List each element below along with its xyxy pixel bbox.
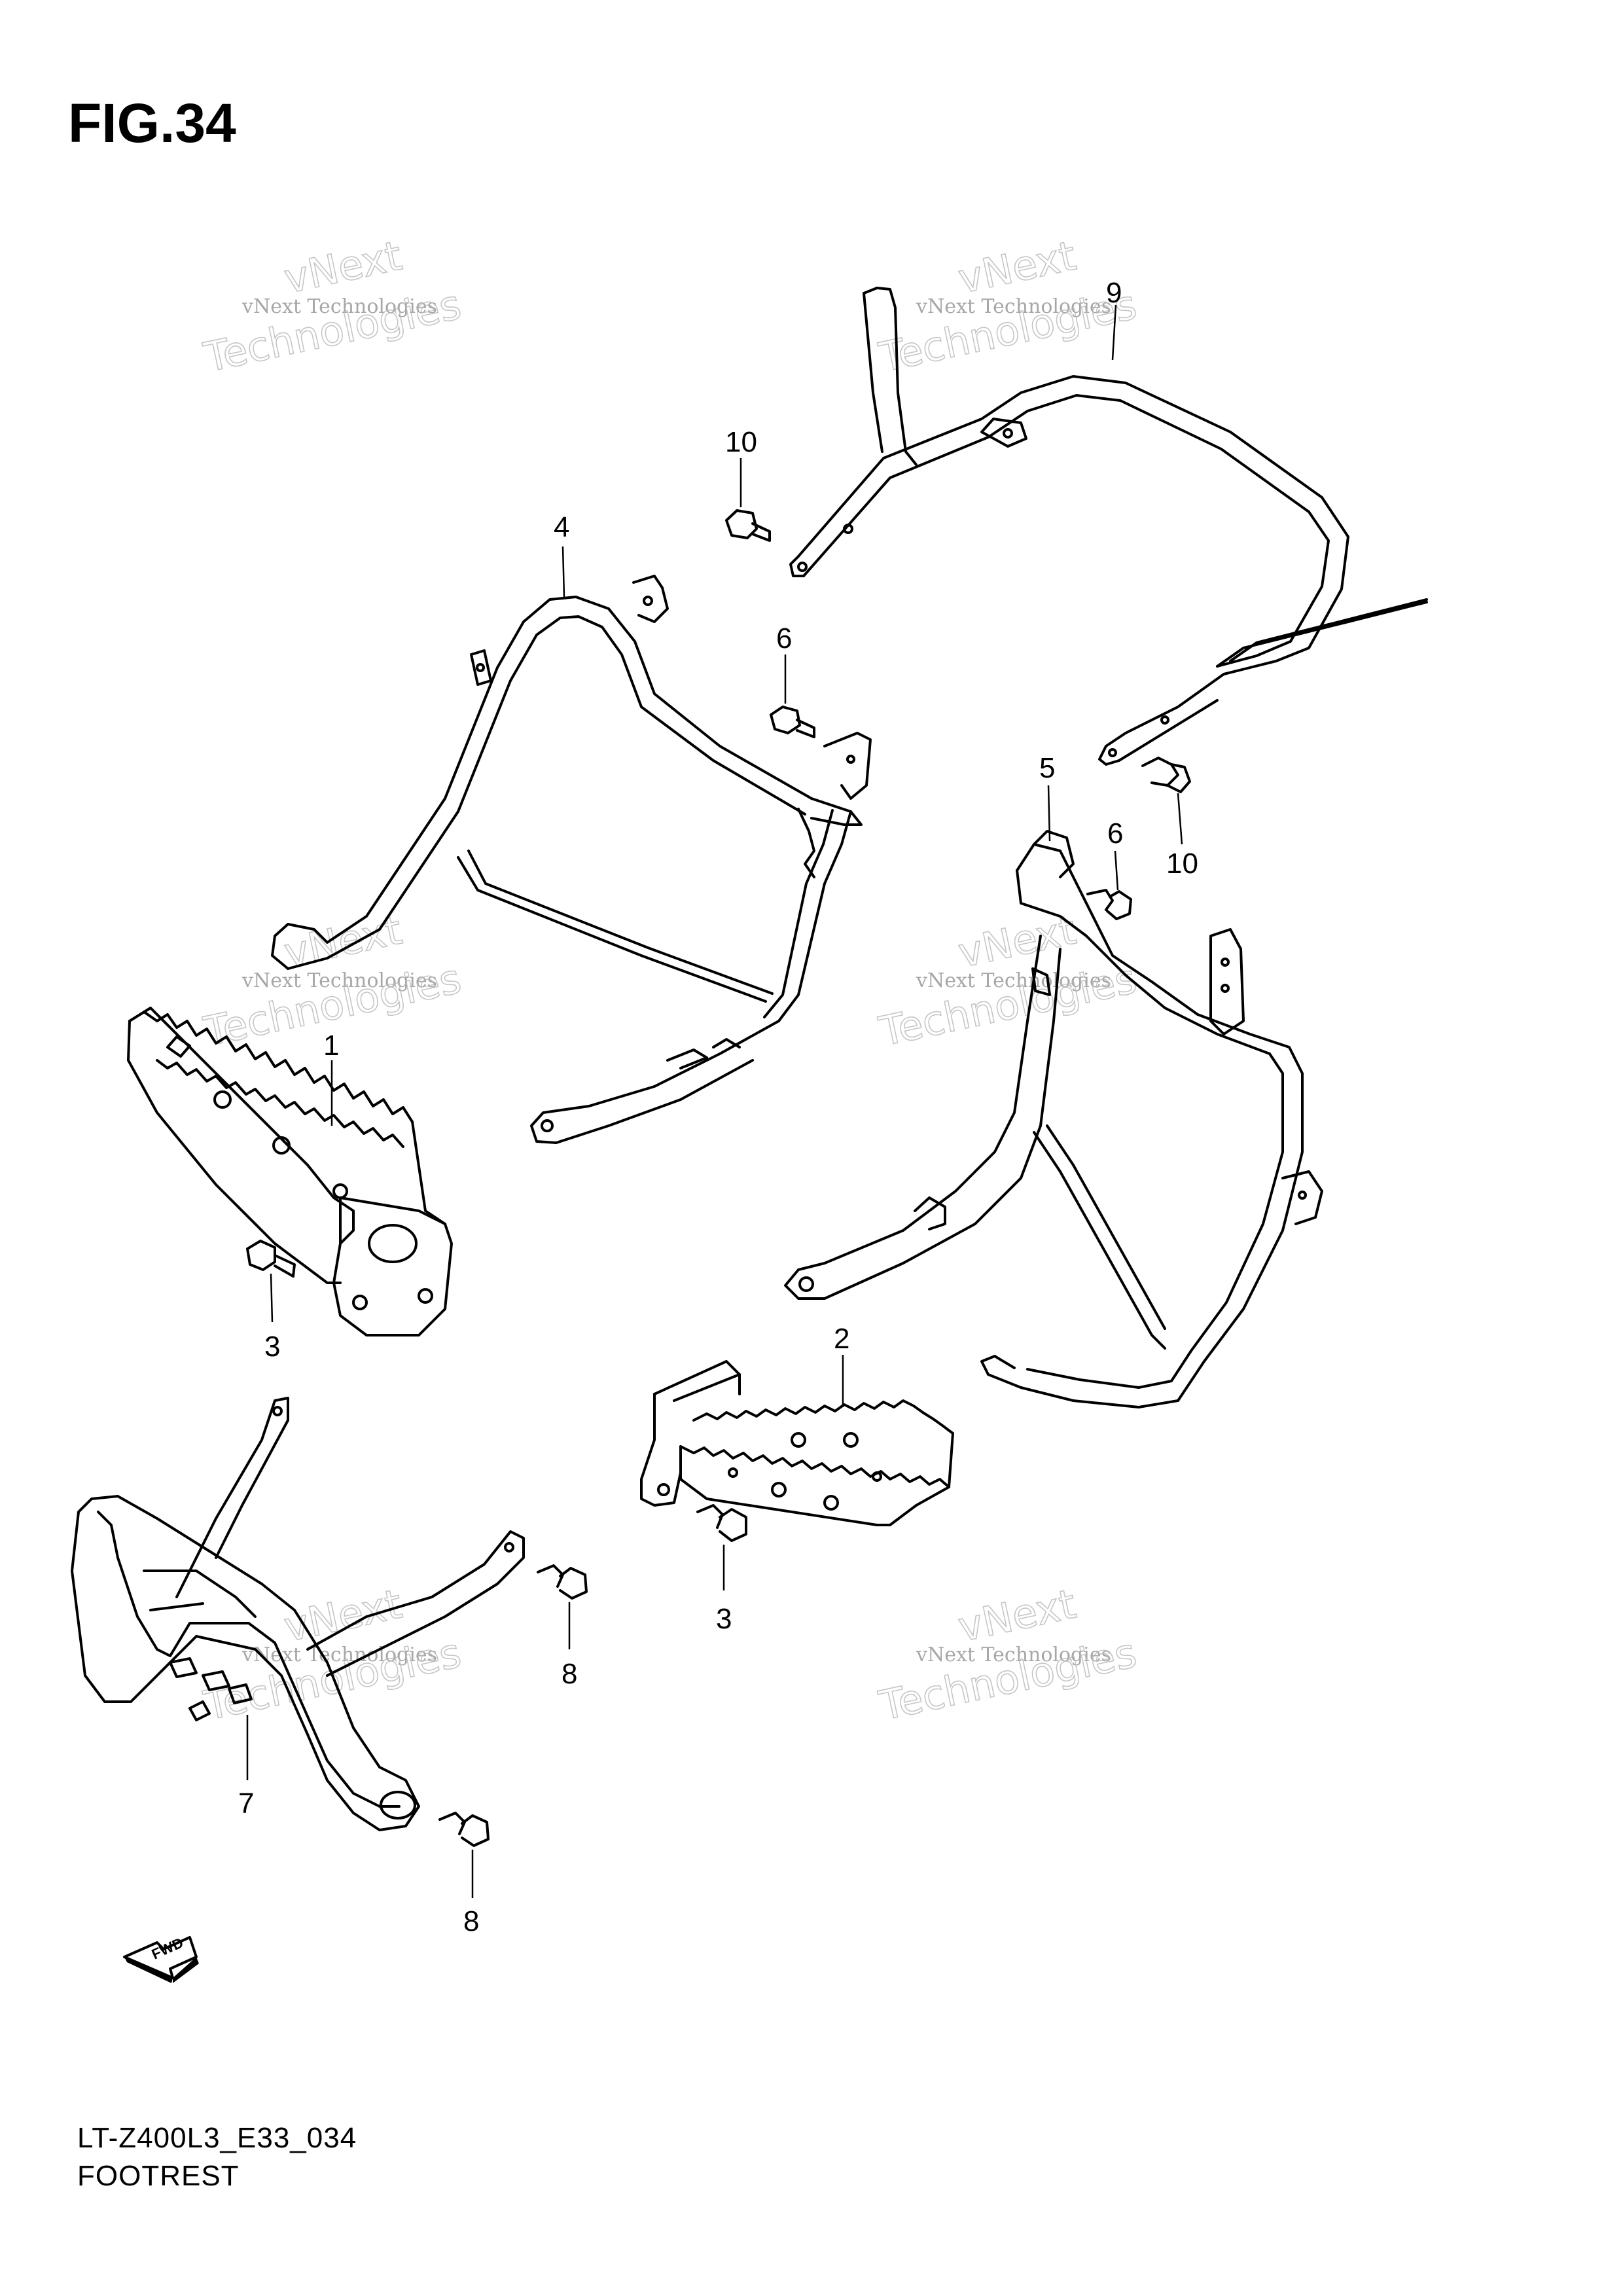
callout-3-left: 3	[264, 1331, 280, 1363]
part-8-bolt-upper	[537, 1564, 588, 1600]
svg-text:vNext: vNext	[954, 232, 1080, 303]
callout-3-right: 3	[716, 1603, 732, 1635]
svg-text:vNext Technologies: vNext Technologies	[241, 969, 437, 992]
callout-2: 2	[834, 1323, 849, 1355]
part-10-bolt-lower	[1141, 757, 1191, 793]
callout-10-lower: 10	[1166, 848, 1198, 880]
watermark-top-center: vNext Technologies vNext Technologies	[874, 231, 1141, 382]
svg-text:vNext Technologies: vNext Technologies	[241, 295, 437, 318]
part-5-bracket	[784, 830, 1323, 1408]
part-4-bracket	[271, 575, 872, 1144]
figure-name: FOOTREST	[77, 2160, 240, 2192]
svg-text:vNext Technologies: vNext Technologies	[241, 1643, 437, 1666]
watermark-low-center: vNext Technologies vNext Technologies	[874, 1579, 1141, 1731]
leader-3-left	[270, 1273, 274, 1323]
callout-6-lower: 6	[1107, 817, 1123, 850]
leader-10-lower	[1177, 793, 1183, 845]
part-8-bolt-lower	[438, 1812, 490, 1847]
part-9-bar	[789, 287, 1428, 766]
part-6-bolt-lower	[1086, 889, 1132, 920]
part-6-bolt-upper	[770, 706, 815, 738]
callout-10-upper: 10	[725, 426, 757, 458]
part-1-footpeg	[127, 1007, 453, 1336]
part-2-footpeg	[640, 1360, 954, 1526]
figure-title: FIG.34	[68, 92, 236, 154]
callout-7: 7	[238, 1787, 254, 1820]
leader-5	[1047, 785, 1051, 842]
svg-text:vNext Technologies: vNext Technologies	[916, 969, 1111, 992]
leader-9	[1111, 304, 1117, 361]
callout-8-lower: 8	[463, 1905, 479, 1937]
callout-6-upper: 6	[776, 622, 792, 655]
fwd-arrow-icon: FWD	[123, 1934, 199, 1983]
callout-5: 5	[1039, 752, 1055, 784]
callout-1: 1	[323, 1030, 339, 1062]
svg-text:vNext: vNext	[280, 232, 406, 303]
part-10-bolt-upper	[725, 509, 771, 542]
leader-4	[562, 546, 565, 598]
svg-text:vNext: vNext	[954, 1580, 1080, 1651]
svg-text:vNext Technologies: vNext Technologies	[916, 1643, 1111, 1666]
part-7-heelguard	[71, 1397, 525, 1831]
watermark-top-left: vNext Technologies vNext Technologies	[199, 231, 465, 382]
part-3-bolt-left	[246, 1240, 296, 1278]
watermark-mid-center: vNext Technologies vNext Technologies	[874, 905, 1141, 1056]
leader-6-lower	[1114, 850, 1119, 891]
part-3-bolt-right	[696, 1504, 747, 1542]
callout-8-upper: 8	[562, 1658, 577, 1690]
callout-4: 4	[554, 511, 569, 543]
callout-9: 9	[1106, 277, 1122, 309]
svg-text:vNext Technologies: vNext Technologies	[916, 295, 1111, 318]
model-code: LT-Z400L3_E33_034	[77, 2122, 357, 2154]
